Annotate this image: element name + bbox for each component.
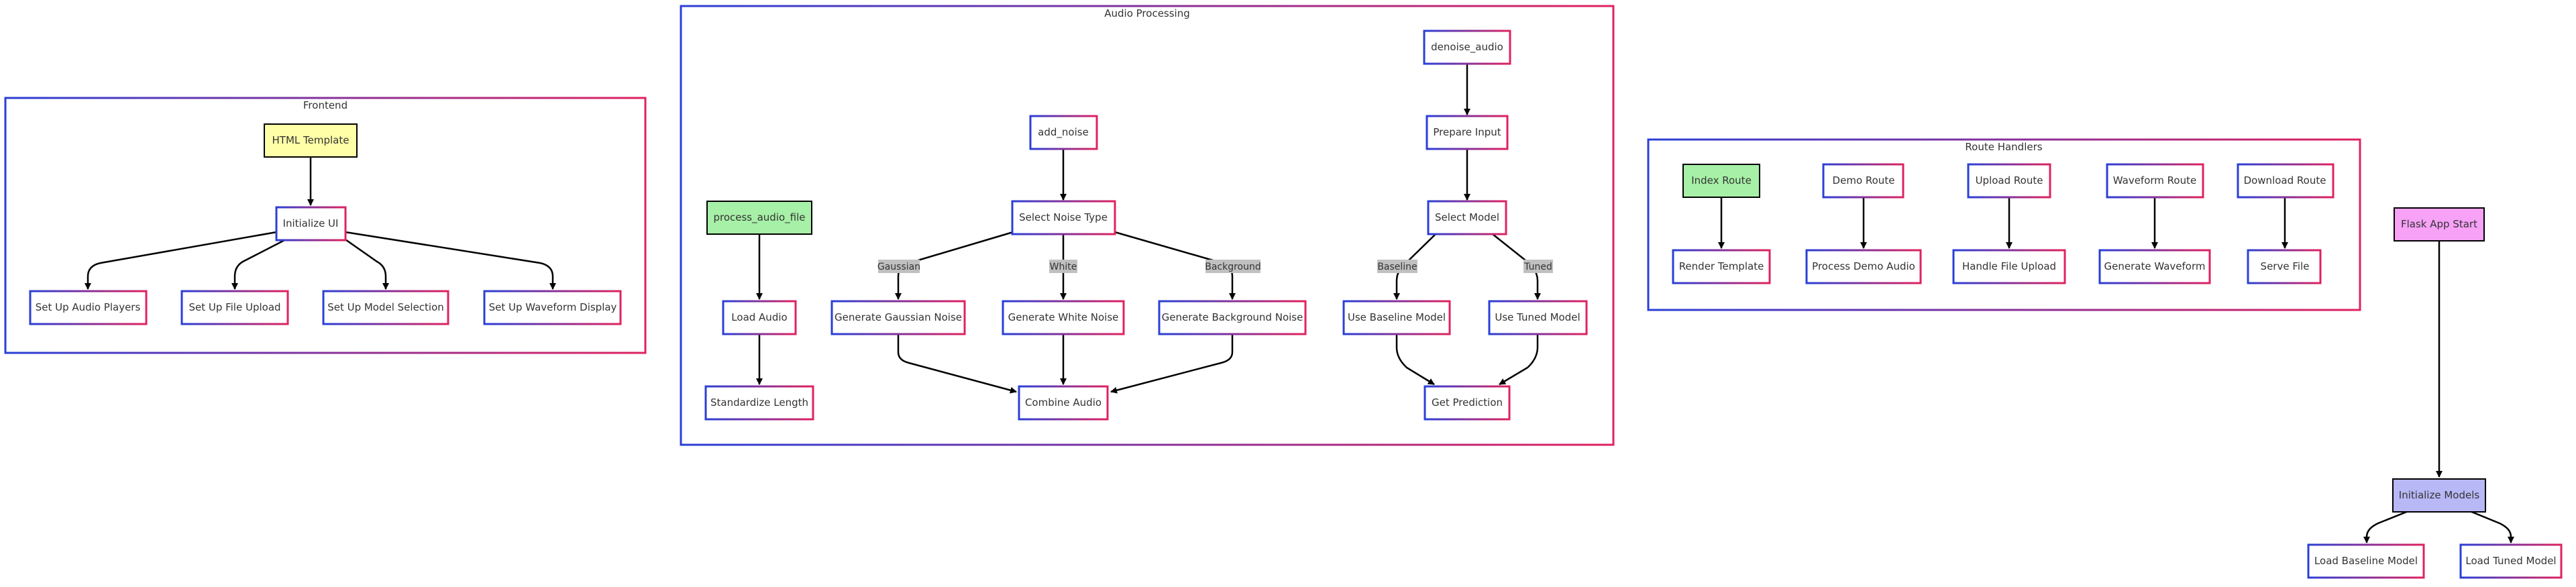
svg-text:Generate Background Noise: Generate Background Noise xyxy=(1162,311,1303,323)
svg-text:Standardize Length: Standardize Length xyxy=(710,396,808,409)
edge-label-baseline: Baseline xyxy=(1377,260,1417,273)
node-html-template[interactable]: HTML Template xyxy=(264,123,358,158)
node-handle-file-upload[interactable]: Handle File Upload xyxy=(1952,249,2066,284)
svg-text:Select Noise Type: Select Noise Type xyxy=(1019,211,1108,223)
node-setup-waveform-display[interactable]: Set Up Waveform Display xyxy=(483,290,622,325)
svg-text:Index Route: Index Route xyxy=(1691,174,1752,186)
svg-text:Use Tuned Model: Use Tuned Model xyxy=(1495,311,1580,323)
svg-text:Baseline: Baseline xyxy=(1377,262,1417,272)
edge-initmodels-tuned xyxy=(2469,510,2514,543)
edge-label-tuned: Tuned xyxy=(1523,260,1553,273)
edge-tuned-prediction xyxy=(1499,333,1539,386)
cluster-routes-label: Route Handlers xyxy=(1965,141,2042,153)
svg-text:Initialize UI: Initialize UI xyxy=(283,217,339,229)
edge-label-background: Background xyxy=(1205,260,1261,273)
edge-baseline-prediction xyxy=(1395,333,1435,386)
edge-init-waveform xyxy=(345,231,556,290)
svg-text:Process Demo Audio: Process Demo Audio xyxy=(1812,260,1915,272)
node-process-audio-file[interactable]: process_audio_file xyxy=(706,201,812,235)
node-load-audio[interactable]: Load Audio xyxy=(722,300,797,335)
svg-text:Demo Route: Demo Route xyxy=(1833,174,1895,186)
node-initialize-models[interactable]: Initialize Models xyxy=(2392,478,2486,513)
nodes: HTML Template Initialize UI Set Up Audio… xyxy=(29,30,2563,579)
svg-text:Generate Waveform: Generate Waveform xyxy=(2104,260,2206,272)
node-generate-waveform[interactable]: Generate Waveform xyxy=(2098,249,2211,284)
node-prepare-input[interactable]: Prepare Input xyxy=(1426,115,1509,150)
node-load-tuned-model[interactable]: Load Tuned Model xyxy=(2459,543,2563,579)
svg-text:Load Audio: Load Audio xyxy=(731,311,787,323)
edge-init-players xyxy=(85,231,277,290)
node-generate-white[interactable]: Generate White Noise xyxy=(1002,300,1125,335)
svg-text:Select Model: Select Model xyxy=(1435,211,1499,223)
node-flask-app-start[interactable]: Flask App Start xyxy=(2394,207,2485,242)
node-initialize-ui[interactable]: Initialize UI xyxy=(275,206,347,242)
edge-gaussian-combine xyxy=(897,333,1017,394)
node-standardize-length[interactable]: Standardize Length xyxy=(704,385,814,421)
node-combine-audio[interactable]: Combine Audio xyxy=(1018,385,1109,421)
svg-text:process_audio_file: process_audio_file xyxy=(713,211,805,224)
svg-text:Generate Gaussian Noise: Generate Gaussian Noise xyxy=(835,311,962,323)
svg-text:add_noise: add_noise xyxy=(1038,126,1089,139)
svg-text:Set Up Waveform Display: Set Up Waveform Display xyxy=(489,301,617,313)
node-get-prediction[interactable]: Get Prediction xyxy=(1424,385,1511,421)
edge-label-gaussian: Gaussian xyxy=(877,260,920,273)
node-process-demo-audio[interactable]: Process Demo Audio xyxy=(1805,249,1922,284)
svg-text:Waveform Route: Waveform Route xyxy=(2113,174,2196,186)
svg-text:Set Up Model Selection: Set Up Model Selection xyxy=(327,301,444,313)
svg-text:Set Up Audio Players: Set Up Audio Players xyxy=(36,301,141,313)
svg-text:Tuned: Tuned xyxy=(1523,262,1552,272)
svg-text:Load Baseline Model: Load Baseline Model xyxy=(2314,555,2418,567)
edge-labels: Gaussian White Background Baseline Tuned xyxy=(877,260,1553,273)
edge-init-upload xyxy=(231,237,289,290)
node-demo-route[interactable]: Demo Route xyxy=(1822,163,1904,199)
edge-background-combine xyxy=(1110,333,1234,394)
node-index-route[interactable]: Index Route xyxy=(1682,164,1760,198)
node-generate-background[interactable]: Generate Background Noise xyxy=(1158,300,1307,335)
svg-text:Set Up File Upload: Set Up File Upload xyxy=(189,301,280,313)
node-generate-gaussian[interactable]: Generate Gaussian Noise xyxy=(830,300,966,335)
node-use-tuned-model[interactable]: Use Tuned Model xyxy=(1488,300,1588,335)
svg-text:Initialize Models: Initialize Models xyxy=(2399,489,2480,501)
svg-text:denoise_audio: denoise_audio xyxy=(1431,41,1503,54)
svg-text:Serve File: Serve File xyxy=(2261,260,2310,272)
svg-text:Combine Audio: Combine Audio xyxy=(1025,396,1102,409)
node-render-template[interactable]: Render Template xyxy=(1672,249,1771,284)
svg-text:Use Baseline Model: Use Baseline Model xyxy=(1348,311,1446,323)
svg-text:Prepare Input: Prepare Input xyxy=(1433,126,1501,138)
svg-text:Load Tuned Model: Load Tuned Model xyxy=(2465,555,2556,567)
cluster-audio-label: Audio Processing xyxy=(1104,7,1190,19)
node-use-baseline-model[interactable]: Use Baseline Model xyxy=(1342,300,1451,335)
svg-text:Handle File Upload: Handle File Upload xyxy=(1962,260,2056,272)
node-add-noise[interactable]: add_noise xyxy=(1029,115,1098,150)
svg-text:Upload Route: Upload Route xyxy=(1976,174,2043,186)
svg-text:Get Prediction: Get Prediction xyxy=(1432,396,1503,409)
svg-text:Render Template: Render Template xyxy=(1679,260,1764,272)
svg-text:Generate White Noise: Generate White Noise xyxy=(1008,311,1119,323)
svg-text:Gaussian: Gaussian xyxy=(877,262,920,272)
node-load-baseline-model[interactable]: Load Baseline Model xyxy=(2307,543,2425,579)
node-download-route[interactable]: Download Route xyxy=(2237,163,2334,199)
cluster-frontend-label: Frontend xyxy=(303,99,347,111)
node-setup-audio-players[interactable]: Set Up Audio Players xyxy=(29,290,148,325)
edge-init-model xyxy=(343,237,389,290)
node-setup-model-selection[interactable]: Set Up Model Selection xyxy=(322,290,449,325)
svg-text:White: White xyxy=(1050,262,1077,272)
node-setup-file-upload[interactable]: Set Up File Upload xyxy=(180,290,289,325)
node-serve-file[interactable]: Serve File xyxy=(2247,249,2322,284)
svg-text:HTML Template: HTML Template xyxy=(272,134,350,146)
svg-text:Flask App Start: Flask App Start xyxy=(2401,218,2477,230)
node-select-model[interactable]: Select Model xyxy=(1427,200,1507,235)
node-waveform-route[interactable]: Waveform Route xyxy=(2106,163,2204,199)
node-denoise-audio[interactable]: denoise_audio xyxy=(1423,30,1511,65)
edge-label-white: White xyxy=(1049,260,1077,273)
svg-text:Background: Background xyxy=(1205,262,1261,272)
node-upload-route[interactable]: Upload Route xyxy=(1967,163,2051,199)
node-select-noise-type[interactable]: Select Noise Type xyxy=(1011,200,1116,235)
svg-text:Download Route: Download Route xyxy=(2244,174,2326,186)
edge-initmodels-baseline xyxy=(2363,510,2409,543)
